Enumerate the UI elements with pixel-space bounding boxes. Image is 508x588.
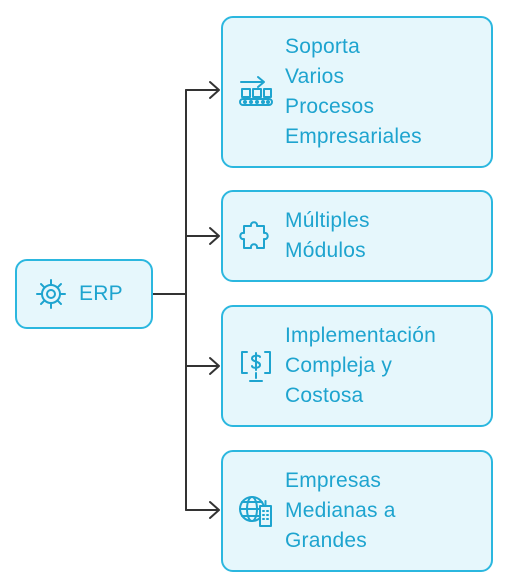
conveyor-belt-icon xyxy=(239,76,273,106)
node-multiples-modulos: Múltiples Módulos xyxy=(221,190,493,282)
node-empresas-grandes: Empresas Medianas a Grandes xyxy=(221,450,493,572)
node-label: Empresas Medianas a Grandes xyxy=(285,469,396,552)
node-label: Soporta Varios Procesos Empresariales xyxy=(285,35,422,148)
node-soporta-procesos: Soporta Varios Procesos Empresariales xyxy=(221,16,493,168)
globe-building-icon xyxy=(239,496,272,527)
node-label: Implementación Compleja y Costosa xyxy=(285,324,437,407)
arrowhead-0 xyxy=(209,81,220,99)
root-label: ERP xyxy=(79,282,123,305)
gear-icon xyxy=(36,279,66,309)
arrowhead-1 xyxy=(209,227,220,245)
monitor-dollar-icon xyxy=(241,351,271,382)
arrowhead-3 xyxy=(209,501,220,519)
root-node-erp: ERP xyxy=(15,259,153,329)
arrowhead-2 xyxy=(209,357,220,375)
node-implementacion-costosa: Implementación Compleja y Costosa xyxy=(221,305,493,427)
node-label: Múltiples Módulos xyxy=(285,209,370,262)
puzzle-piece-icon xyxy=(239,221,269,249)
